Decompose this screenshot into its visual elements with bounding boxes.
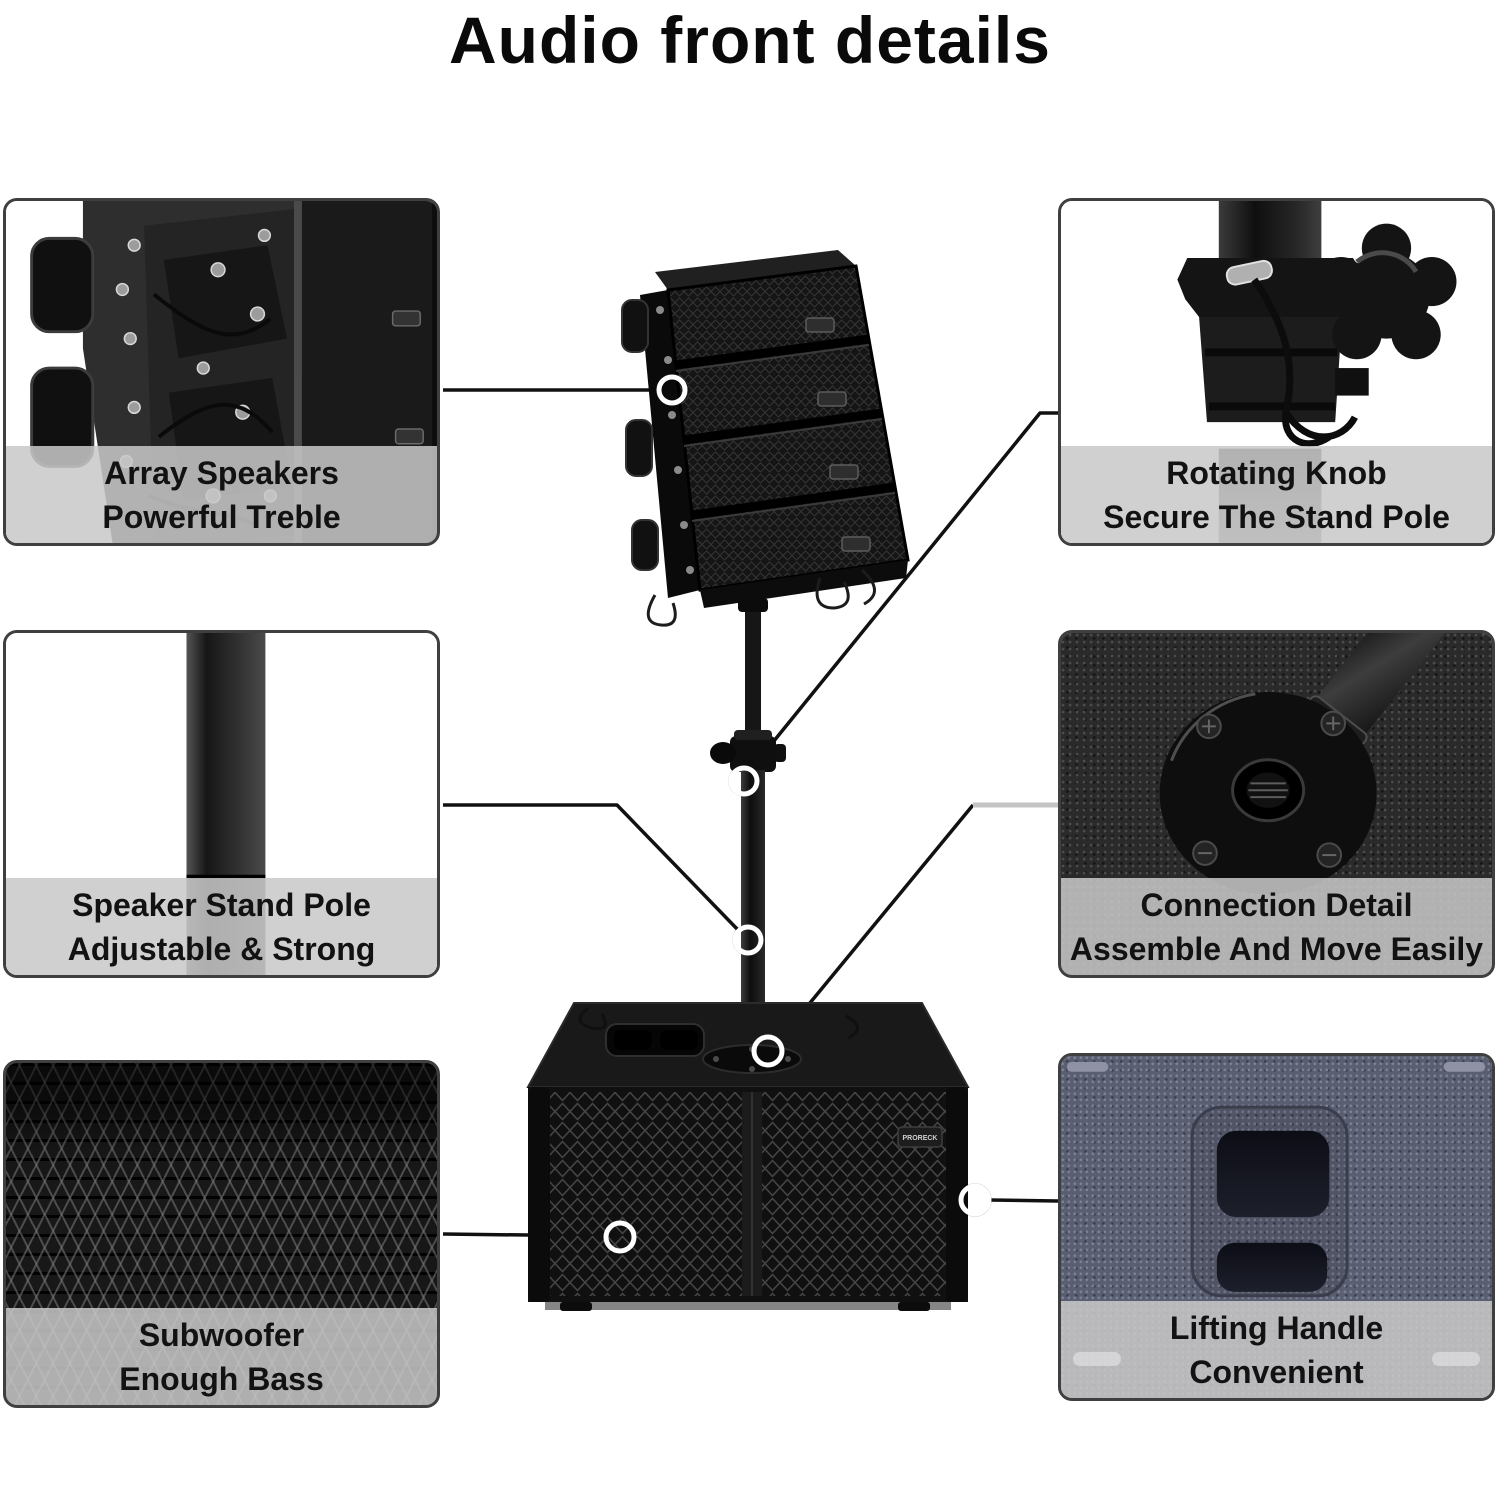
caption-line: Rotating Knob <box>1166 454 1387 491</box>
page-title: Audio front details <box>449 3 1051 77</box>
connector-subwoofer <box>442 1232 606 1238</box>
caption-stand-pole: Speaker Stand Pole Adjustable & Strong <box>6 878 437 975</box>
stand-pole <box>710 598 786 1048</box>
rigging-cables <box>646 568 876 627</box>
callout-box-array-speakers: Array Speakers Powerful Treble <box>3 198 440 546</box>
foot-slot <box>1073 1352 1121 1366</box>
module-badges <box>805 317 871 552</box>
handle-cutout-bottom <box>1216 1242 1328 1292</box>
caption-line: Powerful Treble <box>102 498 341 535</box>
marker-stand-pole <box>732 924 764 956</box>
marker-rotating-knob <box>728 765 760 797</box>
subwoofer-cabinet: PRORECK <box>526 1002 970 1311</box>
foot-slot <box>1432 1352 1480 1366</box>
connection-detail-photo <box>1159 633 1461 895</box>
caption-line: Array Speakers <box>104 454 339 491</box>
connector-lifting-handle <box>989 1198 1059 1203</box>
connector-lines <box>442 388 1059 1238</box>
marker-connection-detail <box>751 1034 785 1068</box>
caption-rotating-knob: Rotating Knob Secure The Stand Pole <box>1061 446 1492 543</box>
caption-connection-detail: Connection Detail Assemble And Move Easi… <box>1061 878 1492 975</box>
caption-line: Speaker Stand Pole <box>72 886 371 923</box>
callout-box-rotating-knob: Rotating Knob Secure The Stand Pole <box>1058 198 1495 546</box>
caption-line: Convenient <box>1189 1353 1364 1390</box>
connector-rotating-knob <box>763 411 1058 754</box>
marker-array-speakers <box>656 374 688 406</box>
callout-box-connection-detail: Connection Detail Assemble And Move Easi… <box>1058 630 1495 978</box>
caption-line: Assemble And Move Easily <box>1069 930 1484 967</box>
lanyard-cord <box>1251 277 1358 448</box>
caption-lifting-handle: Lifting Handle Convenient <box>1061 1301 1492 1398</box>
svg-text:PRORECK: PRORECK <box>902 1135 937 1142</box>
callout-box-lifting-handle: Lifting Handle Convenient <box>1058 1053 1495 1401</box>
connector-connection-detail <box>775 803 975 1045</box>
pole-mount-plate <box>702 1044 802 1074</box>
caption-line: Adjustable & Strong <box>67 930 376 967</box>
brand-badge: PRORECK <box>897 1126 943 1148</box>
top-handle <box>605 1023 705 1057</box>
caption-line: Subwoofer <box>138 1316 305 1353</box>
lifting-handle-photo <box>1066 1061 1486 1298</box>
caption-line: Secure The Stand Pole <box>1103 498 1450 535</box>
caption-line: Lifting Handle <box>1169 1309 1384 1346</box>
caption-array-speakers: Array Speakers Powerful Treble <box>6 446 437 543</box>
handle-cutout-top <box>1216 1130 1330 1218</box>
callout-box-subwoofer: Subwoofer Enough Bass <box>3 1060 440 1408</box>
star-knob-icon <box>1316 223 1457 360</box>
caption-subwoofer: Subwoofer Enough Bass <box>6 1308 437 1405</box>
clamp-knob-icon <box>710 742 736 764</box>
marker-subwoofer <box>603 1220 637 1254</box>
callout-box-stand-pole: Speaker Stand Pole Adjustable & Strong <box>3 630 440 978</box>
caption-line: Connection Detail <box>1140 886 1413 923</box>
marker-lifting-handle <box>958 1183 992 1217</box>
line-array-speakers <box>621 250 910 627</box>
connector-stand-pole <box>443 803 742 934</box>
caption-line: Enough Bass <box>119 1360 324 1397</box>
callout-markers <box>603 374 992 1254</box>
